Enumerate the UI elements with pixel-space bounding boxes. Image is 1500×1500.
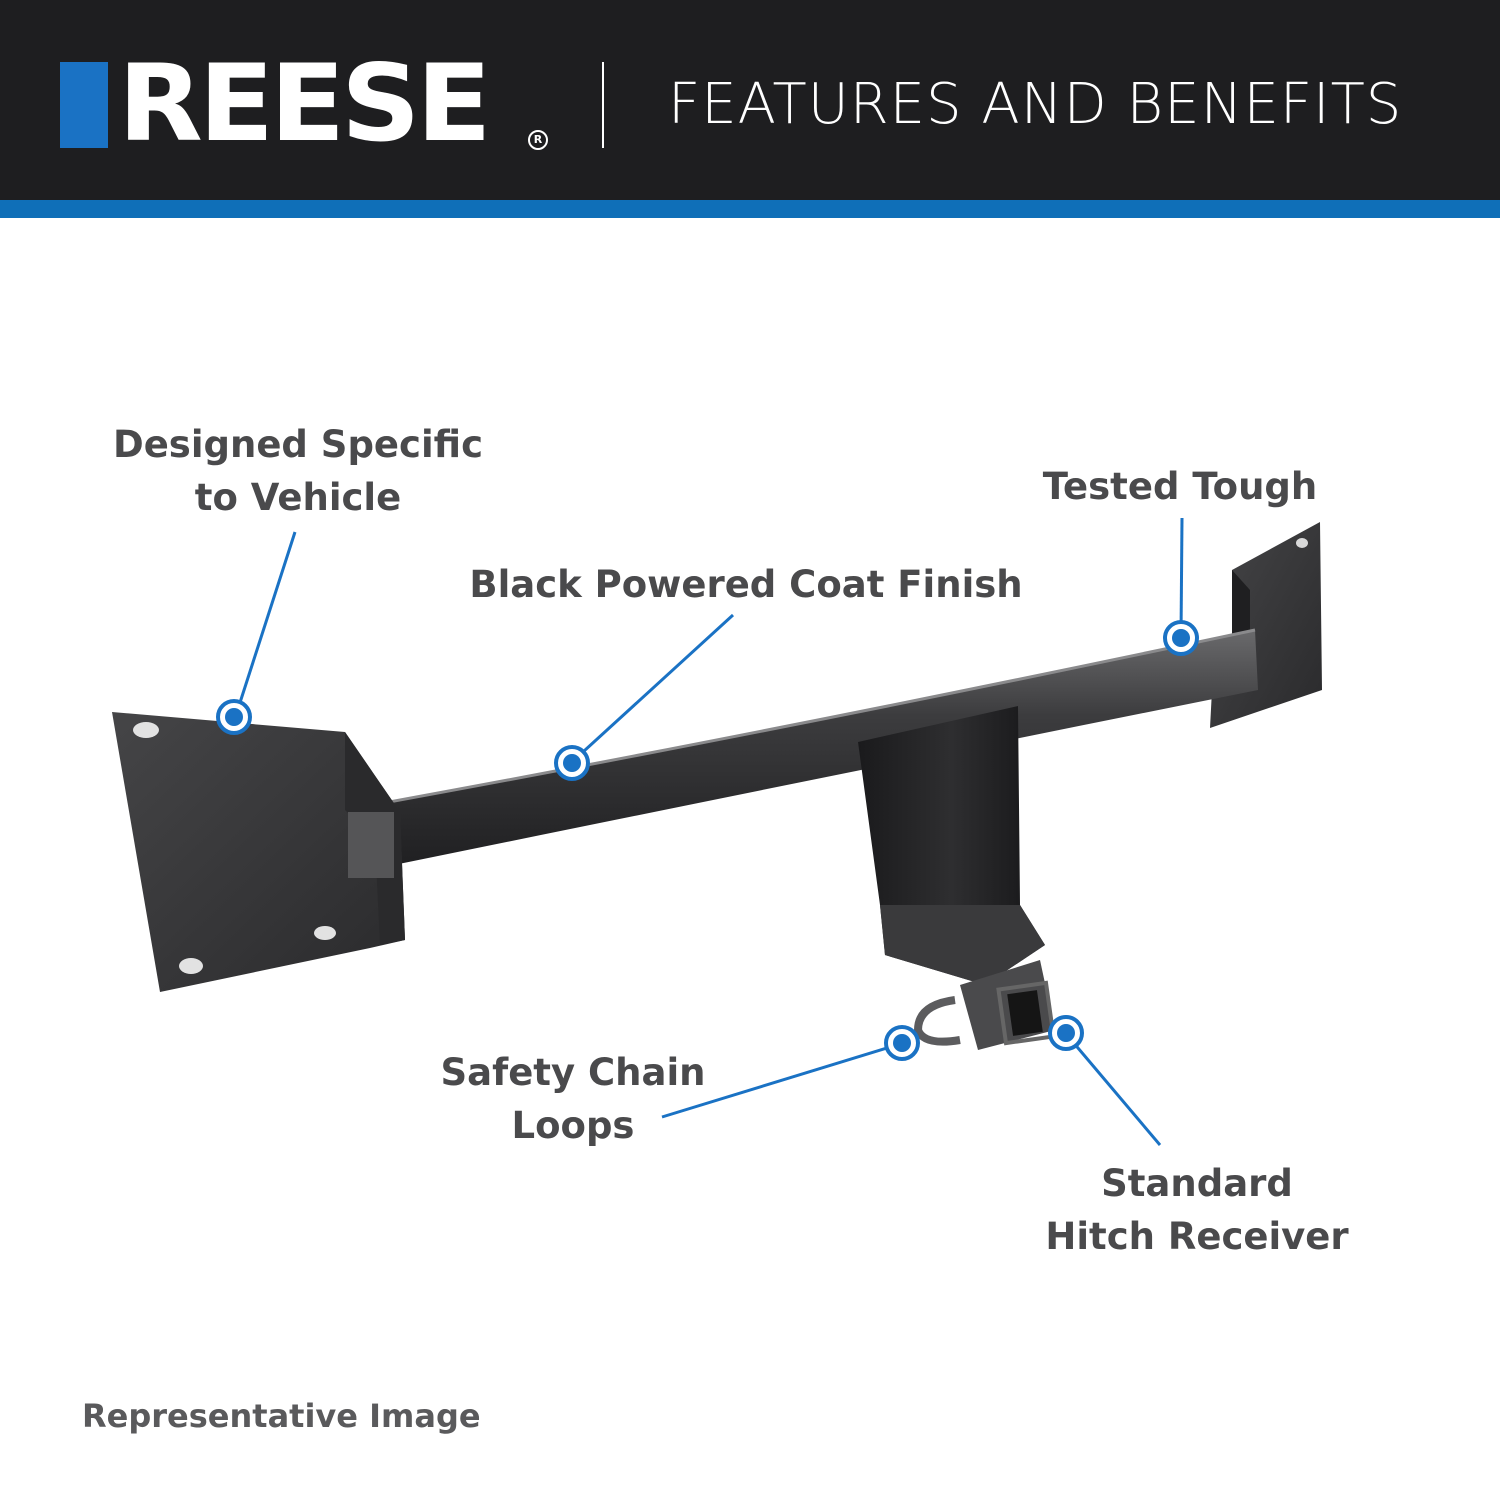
callout-dot	[1048, 1015, 1084, 1051]
receiver-shank	[858, 706, 1045, 985]
safety-chain-loop	[913, 996, 961, 1046]
callout-tested-tough: Tested Tough	[1030, 460, 1330, 513]
callout-text: Black Powered Coat Finish	[469, 563, 1023, 606]
callout-dot	[884, 1025, 920, 1061]
callout-safety-chain-loops: Safety Chain Loops	[430, 1046, 716, 1152]
page-title: FEATURES AND BENEFITS	[668, 72, 1403, 137]
callout-text: Safety Chain	[440, 1051, 706, 1094]
brand-logo: REESE	[118, 42, 492, 165]
callout-line-tested	[1179, 517, 1184, 637]
callout-line-safety	[661, 1042, 901, 1119]
right-mounting-bracket	[1210, 522, 1322, 728]
callout-text: Hitch Receiver	[1045, 1215, 1349, 1258]
callout-dot	[554, 745, 590, 781]
bolt-hole	[179, 958, 203, 974]
representative-image-note: Representative Image	[82, 1397, 481, 1435]
callout-line-receiver	[1065, 1034, 1162, 1146]
bolt-hole	[133, 722, 159, 738]
callout-black-powered-coat-finish: Black Powered Coat Finish	[460, 558, 1032, 611]
registered-mark-icon: R	[528, 130, 548, 150]
callout-dot	[216, 699, 252, 735]
callout-designed-specific: Designed Specific to Vehicle	[100, 418, 496, 524]
logo-blue-bar	[60, 62, 108, 148]
callout-text: to Vehicle	[194, 476, 402, 519]
header-divider	[602, 62, 604, 148]
bolt-hole	[1296, 538, 1308, 548]
callout-line-finish	[570, 613, 735, 764]
callout-dot	[1163, 620, 1199, 656]
callout-text: Loops	[511, 1104, 635, 1147]
bolt-hole	[314, 926, 336, 940]
header-accent-stripe	[0, 200, 1500, 218]
callout-standard-hitch-receiver: Standard Hitch Receiver	[1036, 1157, 1358, 1263]
left-mounting-bracket	[112, 712, 405, 992]
callout-text: Standard	[1101, 1162, 1293, 1205]
header-bar: REESE R FEATURES AND BENEFITS	[0, 0, 1500, 200]
hitch-receiver	[960, 960, 1056, 1050]
callout-line-designed	[234, 531, 297, 716]
cross-tube	[344, 628, 1258, 875]
callout-text: Designed Specific	[113, 423, 483, 466]
callout-text: Tested Tough	[1042, 465, 1318, 508]
